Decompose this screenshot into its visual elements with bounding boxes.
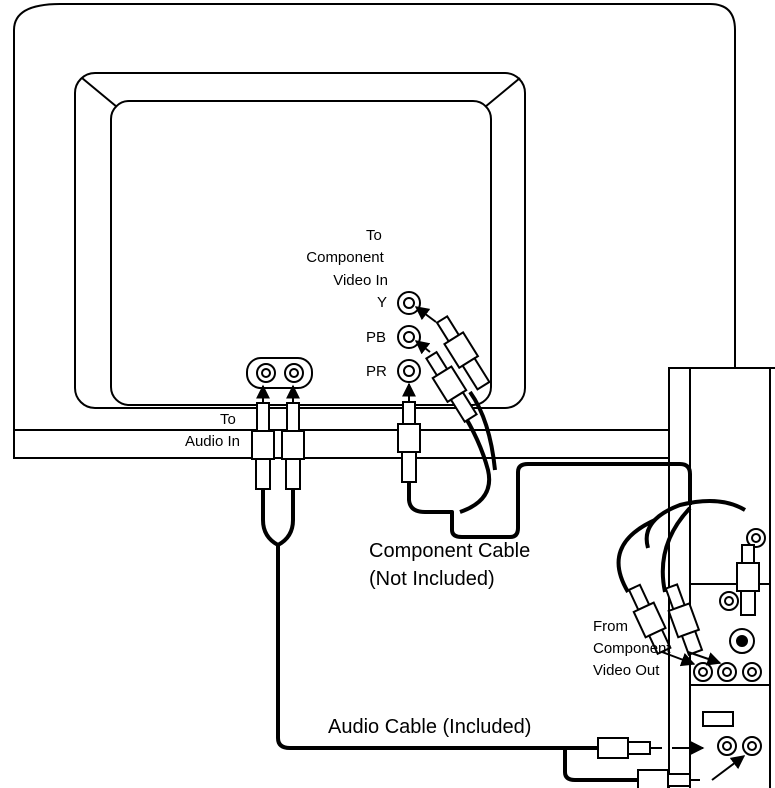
label-jack-y: Y	[377, 294, 387, 311]
audio-cable	[261, 490, 638, 782]
svg-text:From Component Video O: From Component Video Out	[593, 618, 675, 679]
tv-audio-jack-panel	[246, 357, 313, 389]
component-plug-y	[435, 315, 491, 391]
label-to-component-line2: Component	[306, 249, 384, 266]
label-jack-pb: PB	[366, 329, 386, 346]
label-from-component-line1: From	[593, 618, 628, 635]
svg-text:Component Cable (Not Inclu: Component Cable (Not Included)	[369, 540, 536, 590]
label-to-audio-line1: To	[220, 411, 236, 428]
arrow	[711, 755, 746, 781]
svg-text:To Audio In: To Audio In	[185, 411, 240, 450]
label-audio-cable: Audio Cable (Included)	[328, 716, 531, 738]
tv-bezel-corner	[484, 77, 521, 108]
player-component-plug-2	[664, 583, 704, 656]
player-rear	[668, 367, 775, 788]
tv-component-jacks	[397, 291, 421, 383]
arrow	[687, 651, 722, 666]
label-component-cable-note: (Not Included)	[369, 568, 495, 590]
tv-base	[13, 430, 736, 459]
audio-out-plug-top	[597, 737, 662, 759]
connection-arrows	[256, 306, 746, 781]
component-plug-pr	[397, 388, 421, 483]
audio-plug-left	[251, 392, 275, 490]
label-component-cable: Component Cable	[369, 540, 530, 562]
arrow	[661, 651, 696, 667]
tv-screen	[110, 100, 492, 406]
label-to-component-line1: To	[366, 227, 382, 244]
audio-out-plug-bottom	[637, 769, 700, 788]
label-jack-pr: PR	[366, 363, 387, 380]
svg-text:To Component Video In: To Component Video In	[306, 227, 388, 289]
label-from-component-line3: Video Out	[593, 662, 660, 679]
tv-bezel-corner	[81, 77, 118, 108]
arrow	[414, 340, 431, 355]
component-plug-pb	[424, 350, 478, 424]
label-from-component-line2: Component	[593, 640, 671, 657]
label-to-component-line3: Video In	[333, 272, 388, 289]
arrow	[414, 306, 437, 323]
component-cable	[407, 390, 747, 594]
player-port	[702, 711, 734, 727]
tv-cabinet-outline	[13, 3, 736, 431]
tv-rear	[13, 3, 736, 459]
label-to-audio-line2: Audio In	[185, 433, 240, 450]
player-component-plug-1	[627, 583, 672, 656]
video-out-plug	[736, 544, 760, 616]
